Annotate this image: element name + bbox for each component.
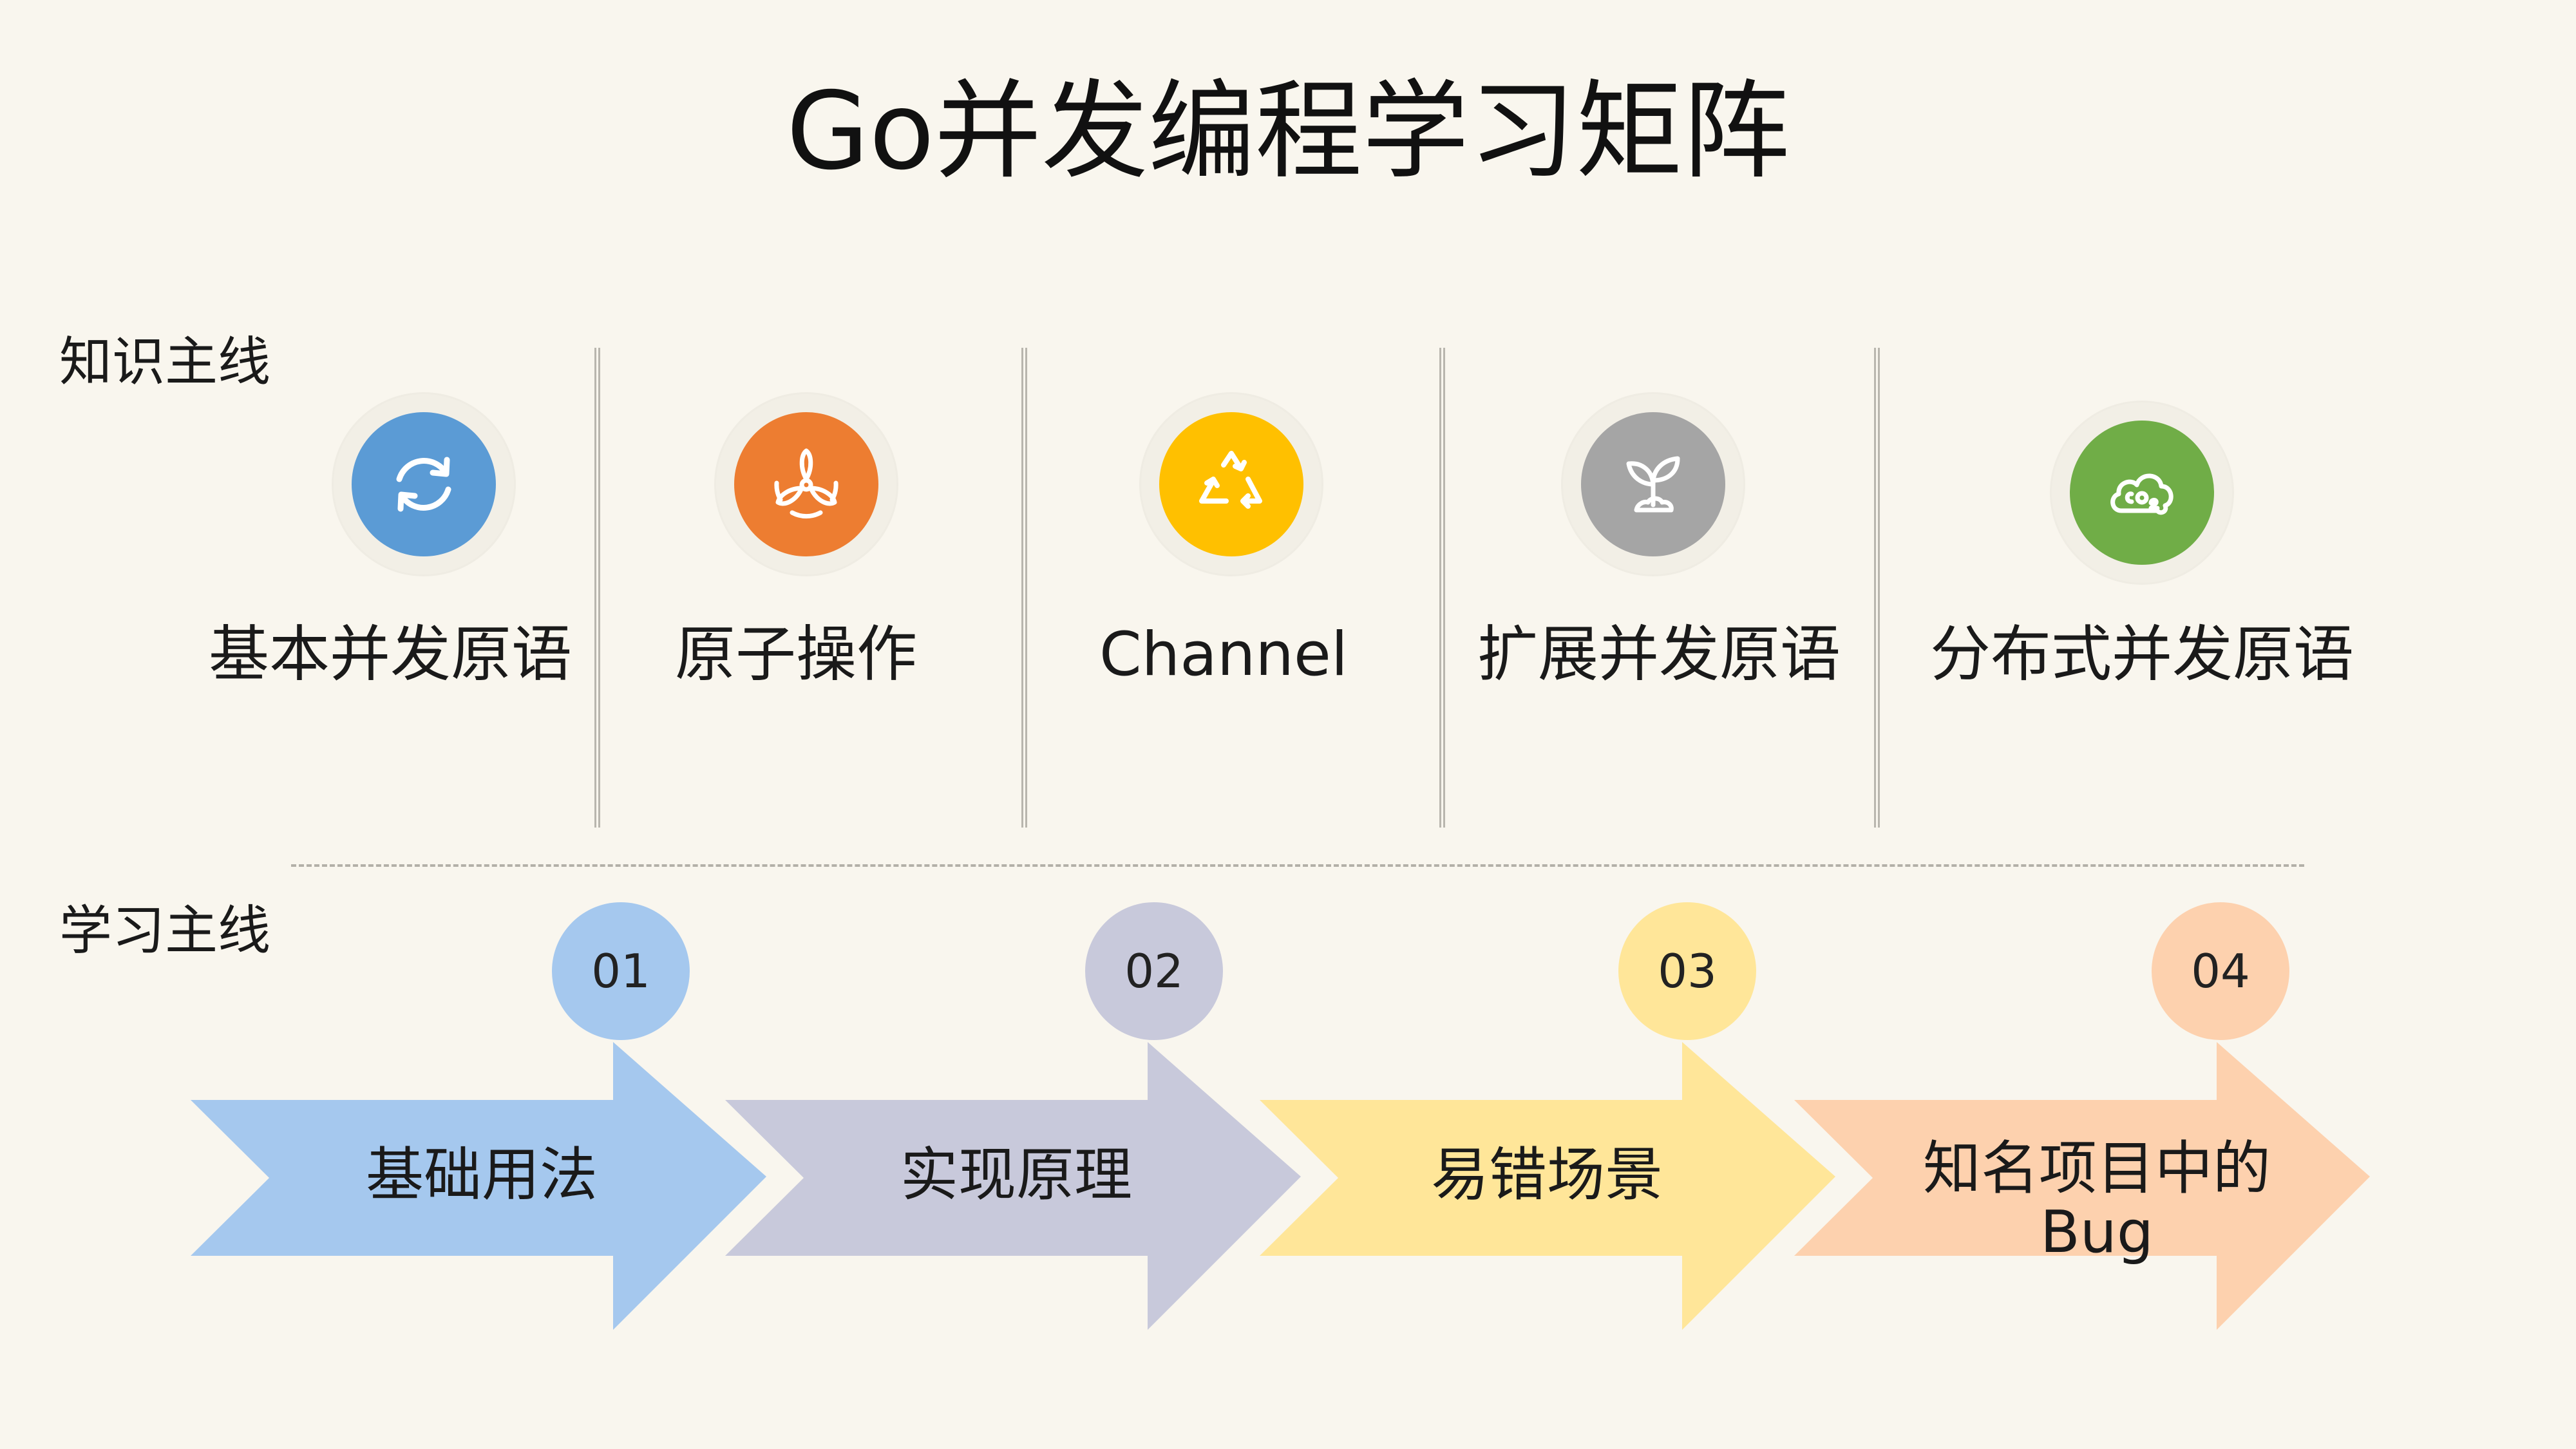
step-arrow: [191, 1042, 766, 1330]
separator-line: [1874, 348, 1880, 828]
step-arrow: [1794, 1042, 2370, 1330]
topic-icon-badge: [1141, 394, 1321, 574]
fan-icon: [734, 412, 878, 556]
topic-label: 分布式并发原语: [1929, 620, 2354, 690]
topic-icon-badge: [2052, 402, 2232, 583]
step-arrow: [1260, 1042, 1835, 1330]
topic-label: 原子操作: [674, 620, 917, 690]
topic-icon-badge: [334, 394, 514, 574]
co2-cloud-icon: [2070, 421, 2214, 565]
topic-label: Channel: [1099, 620, 1348, 690]
topic-label: 基本并发原语: [208, 620, 572, 690]
step-number-badge: [552, 902, 690, 1040]
knowledge-line-label: 知识主线: [59, 332, 271, 393]
step-label: 知名项目中的Bug: [1923, 1135, 2271, 1266]
step-label: 易错场景: [1431, 1141, 1663, 1209]
step-label: 实现原理: [900, 1141, 1132, 1209]
step-number-badge: [1618, 902, 1756, 1040]
step-number-badge: [1085, 902, 1223, 1040]
step-number: 04: [2191, 944, 2250, 998]
topic-icon-badge: [716, 394, 896, 574]
section-divider: [291, 864, 2304, 867]
learning-line-label: 学习主线: [59, 900, 271, 961]
step-number: 01: [591, 944, 650, 998]
separator-line: [594, 348, 600, 828]
separator-line: [1021, 348, 1027, 828]
step-number: 03: [1658, 944, 1717, 998]
step-number-badge: [2152, 902, 2289, 1040]
topic-icon-badge: [1563, 394, 1743, 574]
step-arrow: [725, 1042, 1301, 1330]
step-number: 02: [1124, 944, 1184, 998]
topic-label: 扩展并发原语: [1477, 620, 1841, 690]
sprout-icon: [1581, 412, 1725, 556]
recycle-icon: [1159, 412, 1303, 556]
refresh-icon: [352, 412, 496, 556]
step-label: 基础用法: [366, 1141, 598, 1209]
separator-line: [1439, 348, 1445, 828]
page-title: Go并发编程学习矩阵: [786, 70, 1790, 194]
